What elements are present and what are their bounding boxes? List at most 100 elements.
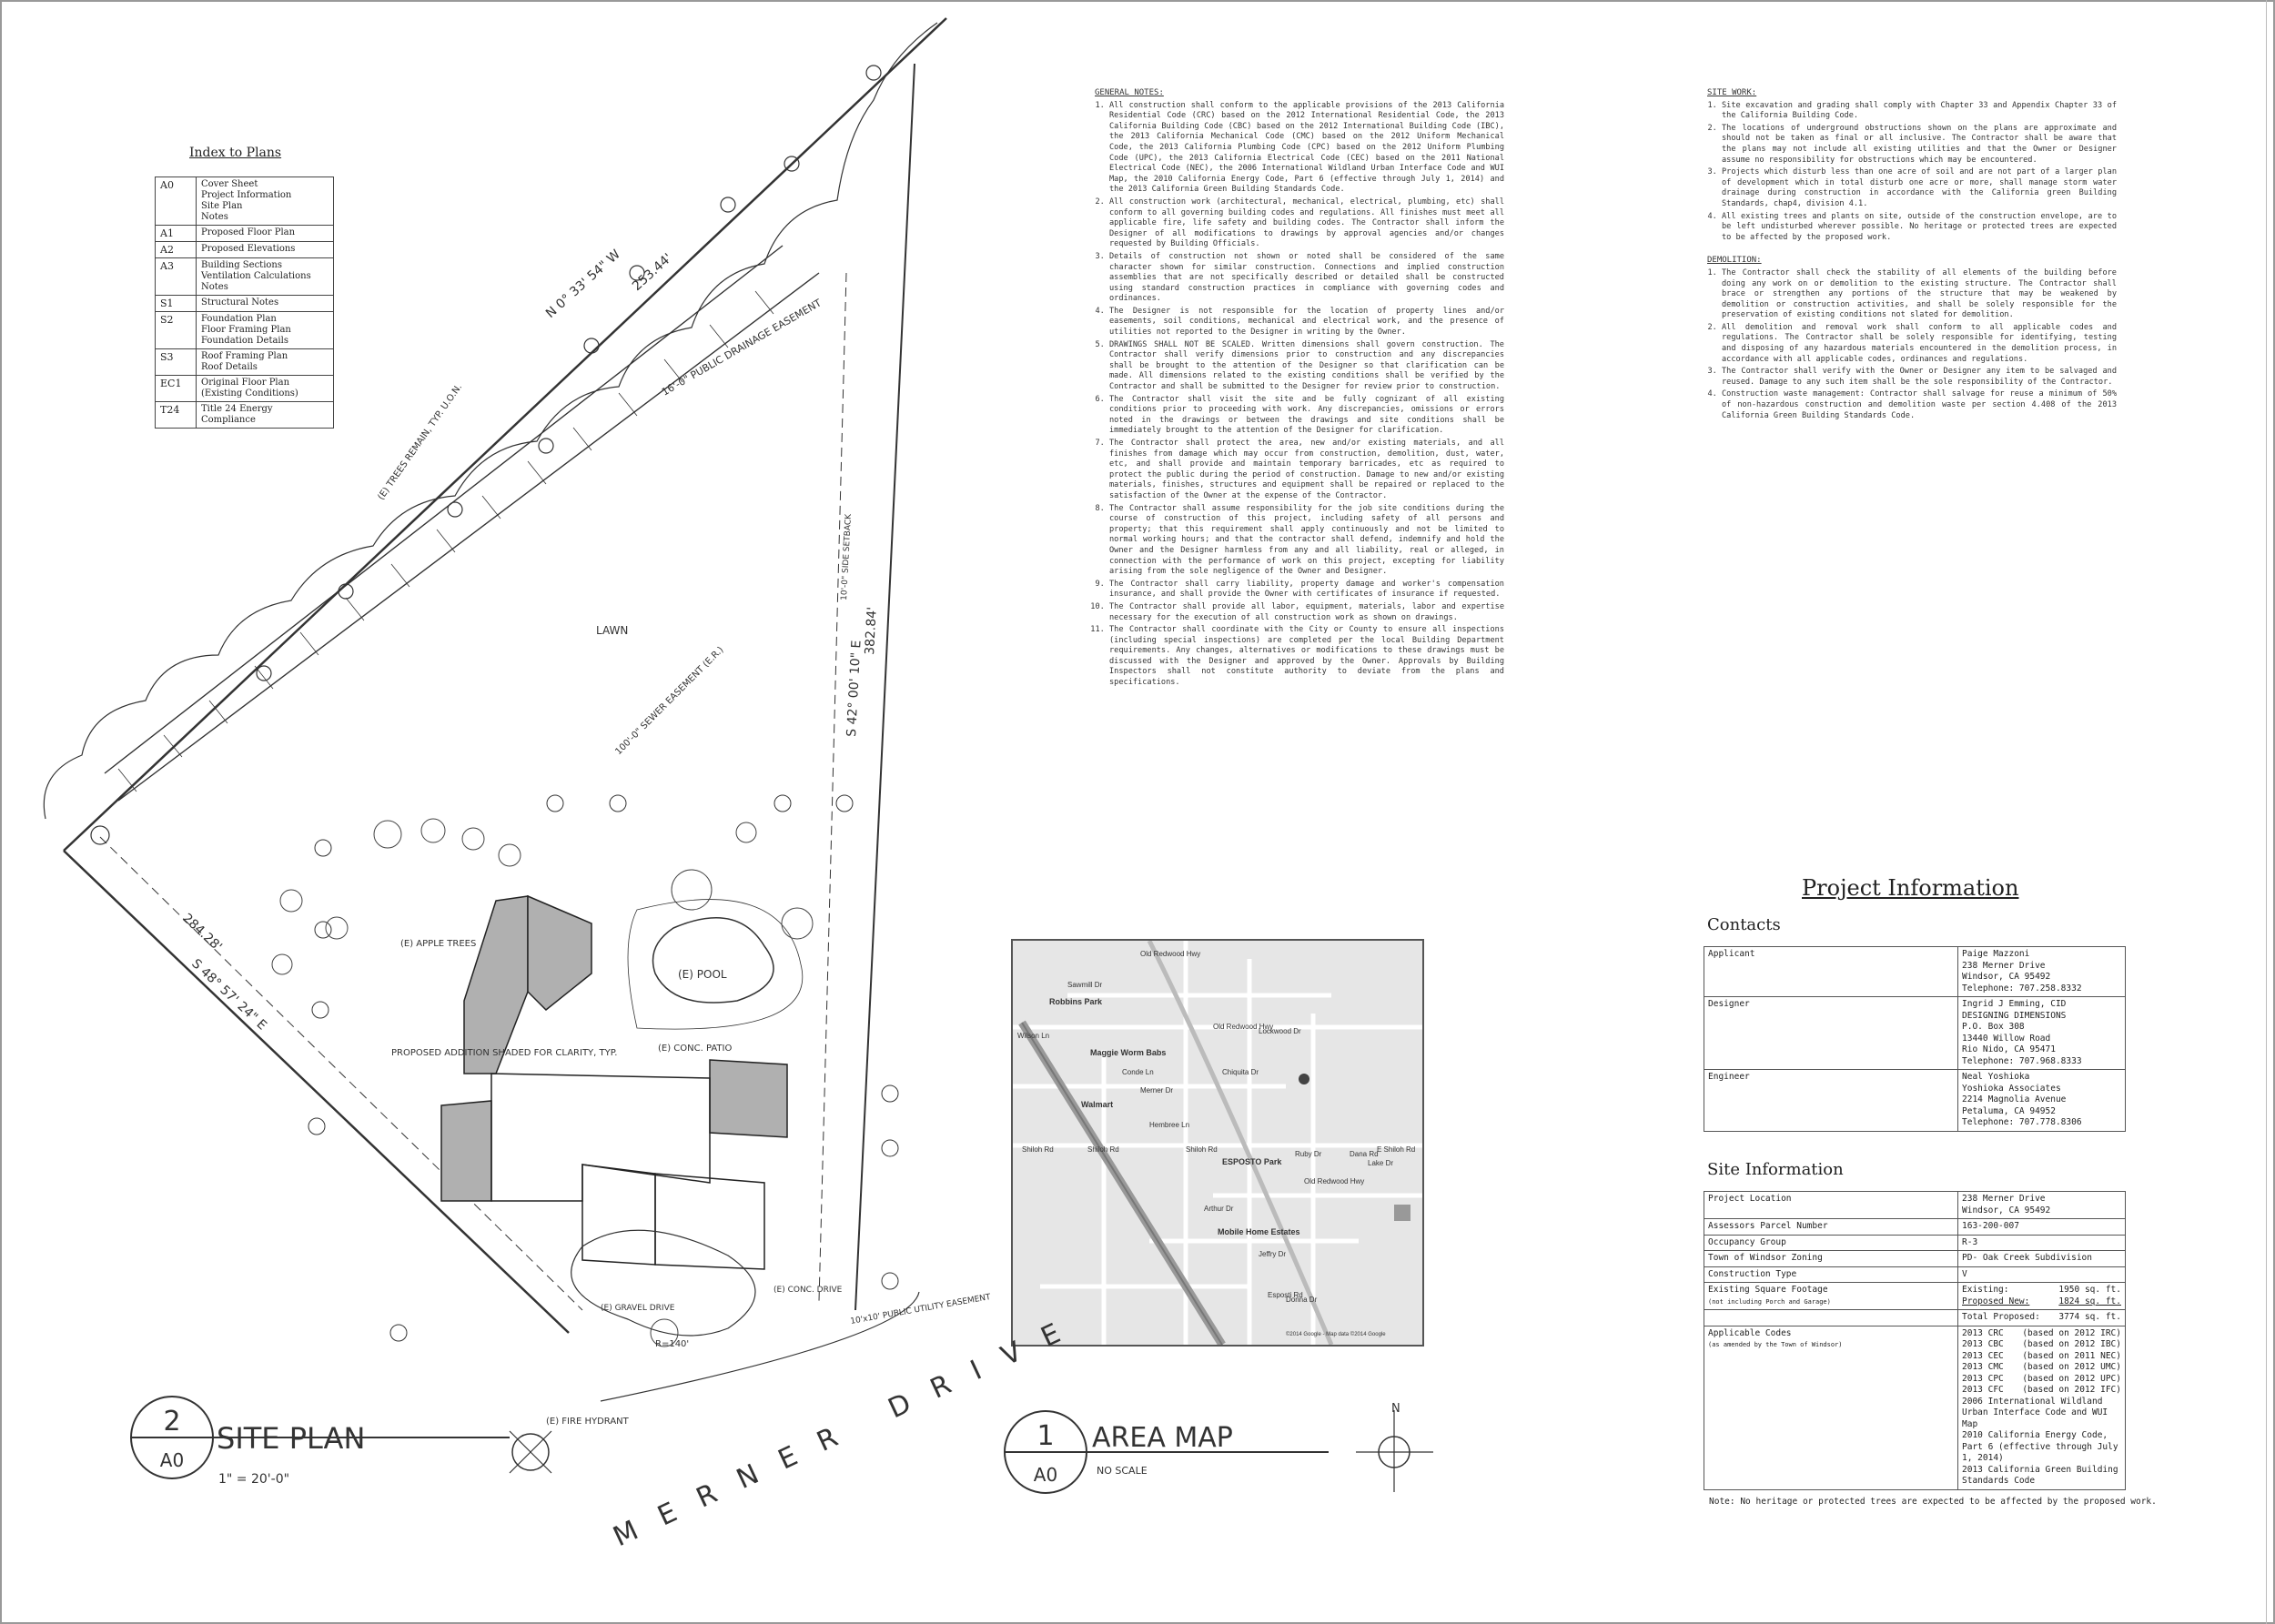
index-code: A0 [155, 177, 197, 226]
street-curb [600, 1291, 920, 1402]
contacts-table: Applicant Paige Mazzoni 238 Merner Drive… [1704, 946, 2126, 1132]
addition-label: PROPOSED ADDITION SHADED FOR CLARITY, TY… [391, 1048, 617, 1058]
map-label: Lake Dr [1368, 1159, 1394, 1167]
codes-extra: 2006 International Wildland Urban Interf… [1962, 1396, 2118, 1487]
sqft-row: Existing Square Footage (not including Po… [1704, 1282, 2126, 1310]
note-item: The Contractor shall visit the site and … [1109, 395, 1504, 437]
existing-house [490, 1073, 765, 1270]
map-label: Walmart [1081, 1100, 1114, 1109]
note-item: All construction shall conform to the ap… [1109, 101, 1504, 196]
demolition-title: DEMOLITION: [1707, 256, 1762, 266]
contact-row: Engineer Neal Yoshioka Yoshioka Associat… [1704, 1069, 2126, 1132]
sqft-sublabel: (not including Porch and Garage) [1708, 1297, 1831, 1306]
index-desc: Roof Framing Plan Roof Details [196, 348, 334, 376]
code-row: 2013 CRC (based on 2012 IRC) [1962, 1328, 2121, 1340]
bearing-right: S 42° 00' 10" E [844, 640, 864, 737]
contact-detail: Neal Yoshioka Yoshioka Associates 2214 M… [1957, 1069, 2126, 1132]
distance-right: 382.84' [863, 607, 880, 656]
index-desc: Building Sections Ventilation Calculatio… [196, 257, 334, 296]
map-label: Lockwood Dr [1259, 1027, 1301, 1035]
total-value: 3774 sq. ft. [2058, 1312, 2121, 1322]
map-roads [1013, 941, 1422, 1345]
code-name: 2013 CEC [1962, 1350, 2004, 1361]
setback-label: 10'-0" SIDE SETBACK [840, 513, 854, 600]
site-info-row: Assessors Parcel Number 163-200-007 [1704, 1218, 2126, 1236]
contact-role: Designer [1704, 996, 1958, 1070]
codes-list: 2013 CRC (based on 2012 IRC)2013 CBC (ba… [1962, 1328, 2121, 1397]
side-setback-line [99, 836, 583, 1311]
site-info-value: 238 Merner Drive Windsor, CA 95492 [1957, 1191, 2126, 1219]
map-label: ESPOSTO Park [1222, 1157, 1282, 1166]
index-table: A0 Cover Sheet Project Information Site … [155, 177, 334, 429]
gravel-label: (E) GRAVEL DRIVE [601, 1304, 675, 1313]
map-label: Shiloh Rd [1022, 1145, 1054, 1154]
north-label-map: N [1391, 1402, 1400, 1416]
code-basis: (based on 2012 UMC) [2022, 1362, 2121, 1372]
contact-detail: Ingrid J Emming, CID DESIGNING DIMENSION… [1957, 996, 2126, 1070]
code-basis: (based on 2011 NEC) [2022, 1350, 2121, 1361]
sewer-label: 100'-0" SEWER EASEMENT (E.R.) [613, 645, 725, 757]
note-item: All demolition and removal work shall co… [1722, 323, 2117, 365]
map-label: E Shiloh Rd [1377, 1145, 1416, 1154]
map-label: Dana Rd [1350, 1150, 1379, 1158]
map-footer: ©2014 Google - Map data ©2014 Google [1286, 1332, 1386, 1337]
note-item: DRAWINGS SHALL NOT BE SCALED. Written di… [1109, 340, 1504, 393]
demolition-list: The Contractor shall check the stability… [1707, 268, 2117, 421]
project-info-title: Project Information [1802, 875, 2019, 901]
site-plan-sheet: A0 [160, 1449, 184, 1471]
map-label: Sawmill Dr [1067, 981, 1103, 989]
map-label: Conde Ln [1122, 1068, 1154, 1076]
code-row: 2013 CFC (based on 2012 IFC) [1962, 1385, 2121, 1397]
apple-label: (E) APPLE TREES [400, 939, 476, 949]
general-notes-list: All construction shall conform to the ap… [1095, 101, 1504, 689]
note-item: The Designer is not responsible for the … [1109, 307, 1504, 338]
general-notes: GENERAL NOTES: All construction shall co… [1095, 88, 1504, 691]
drain-label: 16'-0" PUBLIC DRAINAGE EASEMENT [660, 297, 824, 398]
note-item: The Contractor shall carry liability, pr… [1109, 580, 1504, 600]
code-basis: (based on 2012 IBC) [2022, 1339, 2121, 1349]
north-property-line [63, 17, 947, 852]
site-note: Note: No heritage or protected trees are… [1709, 1497, 2157, 1507]
map-label: Esposti Rd [1268, 1291, 1303, 1299]
index-desc: Title 24 Energy Compliance [196, 401, 334, 429]
site-info-title: Site Information [1707, 1160, 1844, 1179]
note-item: The Contractor shall protect the area, n… [1109, 439, 1504, 502]
note-item: The Contractor shall assume responsibili… [1109, 504, 1504, 578]
patio-outline [627, 899, 804, 1030]
note-item: Details of construction not shown or not… [1109, 252, 1504, 305]
utility-label: 10'x10' PUBLIC UTILITY EASEMENT [850, 1293, 992, 1326]
sheet-edge-line [2266, 0, 2267, 1624]
area-map-sheet: A0 [1034, 1464, 1057, 1486]
index-desc: Original Floor Plan (Existing Conditions… [196, 375, 334, 402]
code-name: 2013 CFC [1962, 1385, 2004, 1395]
site-info-table: Project Location 238 Merner Drive Windso… [1704, 1191, 2126, 1490]
grid-markers [308, 794, 899, 1342]
site-work-list: Site excavation and grading shall comply… [1707, 101, 2117, 244]
site-plan-number: 2 [163, 1406, 180, 1437]
proposed-value: 1824 sq. ft. [2058, 1296, 2121, 1306]
easement-hatch [117, 290, 774, 792]
lawn-label: LAWN [596, 624, 628, 637]
general-notes-title: GENERAL NOTES: [1095, 88, 1164, 97]
north-arrow-site-cross [509, 1430, 552, 1474]
total-label: Total Proposed: [1962, 1312, 2040, 1322]
easement-line-1 [117, 272, 820, 802]
note-item: Construction waste management: Contracto… [1722, 389, 2117, 421]
map-label: Old Redwood Hwy [1140, 950, 1201, 958]
distance-left: 284.28' [179, 911, 225, 954]
map-label: Donna Dr [1286, 1296, 1318, 1304]
code-basis: (based on 2012 UPC) [2022, 1373, 2121, 1384]
code-name: 2013 CRC [1962, 1327, 2004, 1338]
area-map-title: AREA MAP [1092, 1422, 1233, 1454]
code-basis: (based on 2012 IRC) [2022, 1327, 2121, 1338]
map-label: Old Redwood Hwy [1304, 1177, 1365, 1185]
map-label: Ruby Dr [1295, 1150, 1322, 1158]
site-work-title: SITE WORK: [1707, 88, 1757, 97]
note-item: All construction work (architectural, me… [1109, 197, 1504, 250]
sqft-label: Existing Square Footage [1708, 1285, 1828, 1295]
note-item: All existing trees and plants on site, o… [1722, 212, 2117, 244]
contact-detail: Paige Mazzoni 238 Merner Drive Windsor, … [1957, 946, 2126, 997]
